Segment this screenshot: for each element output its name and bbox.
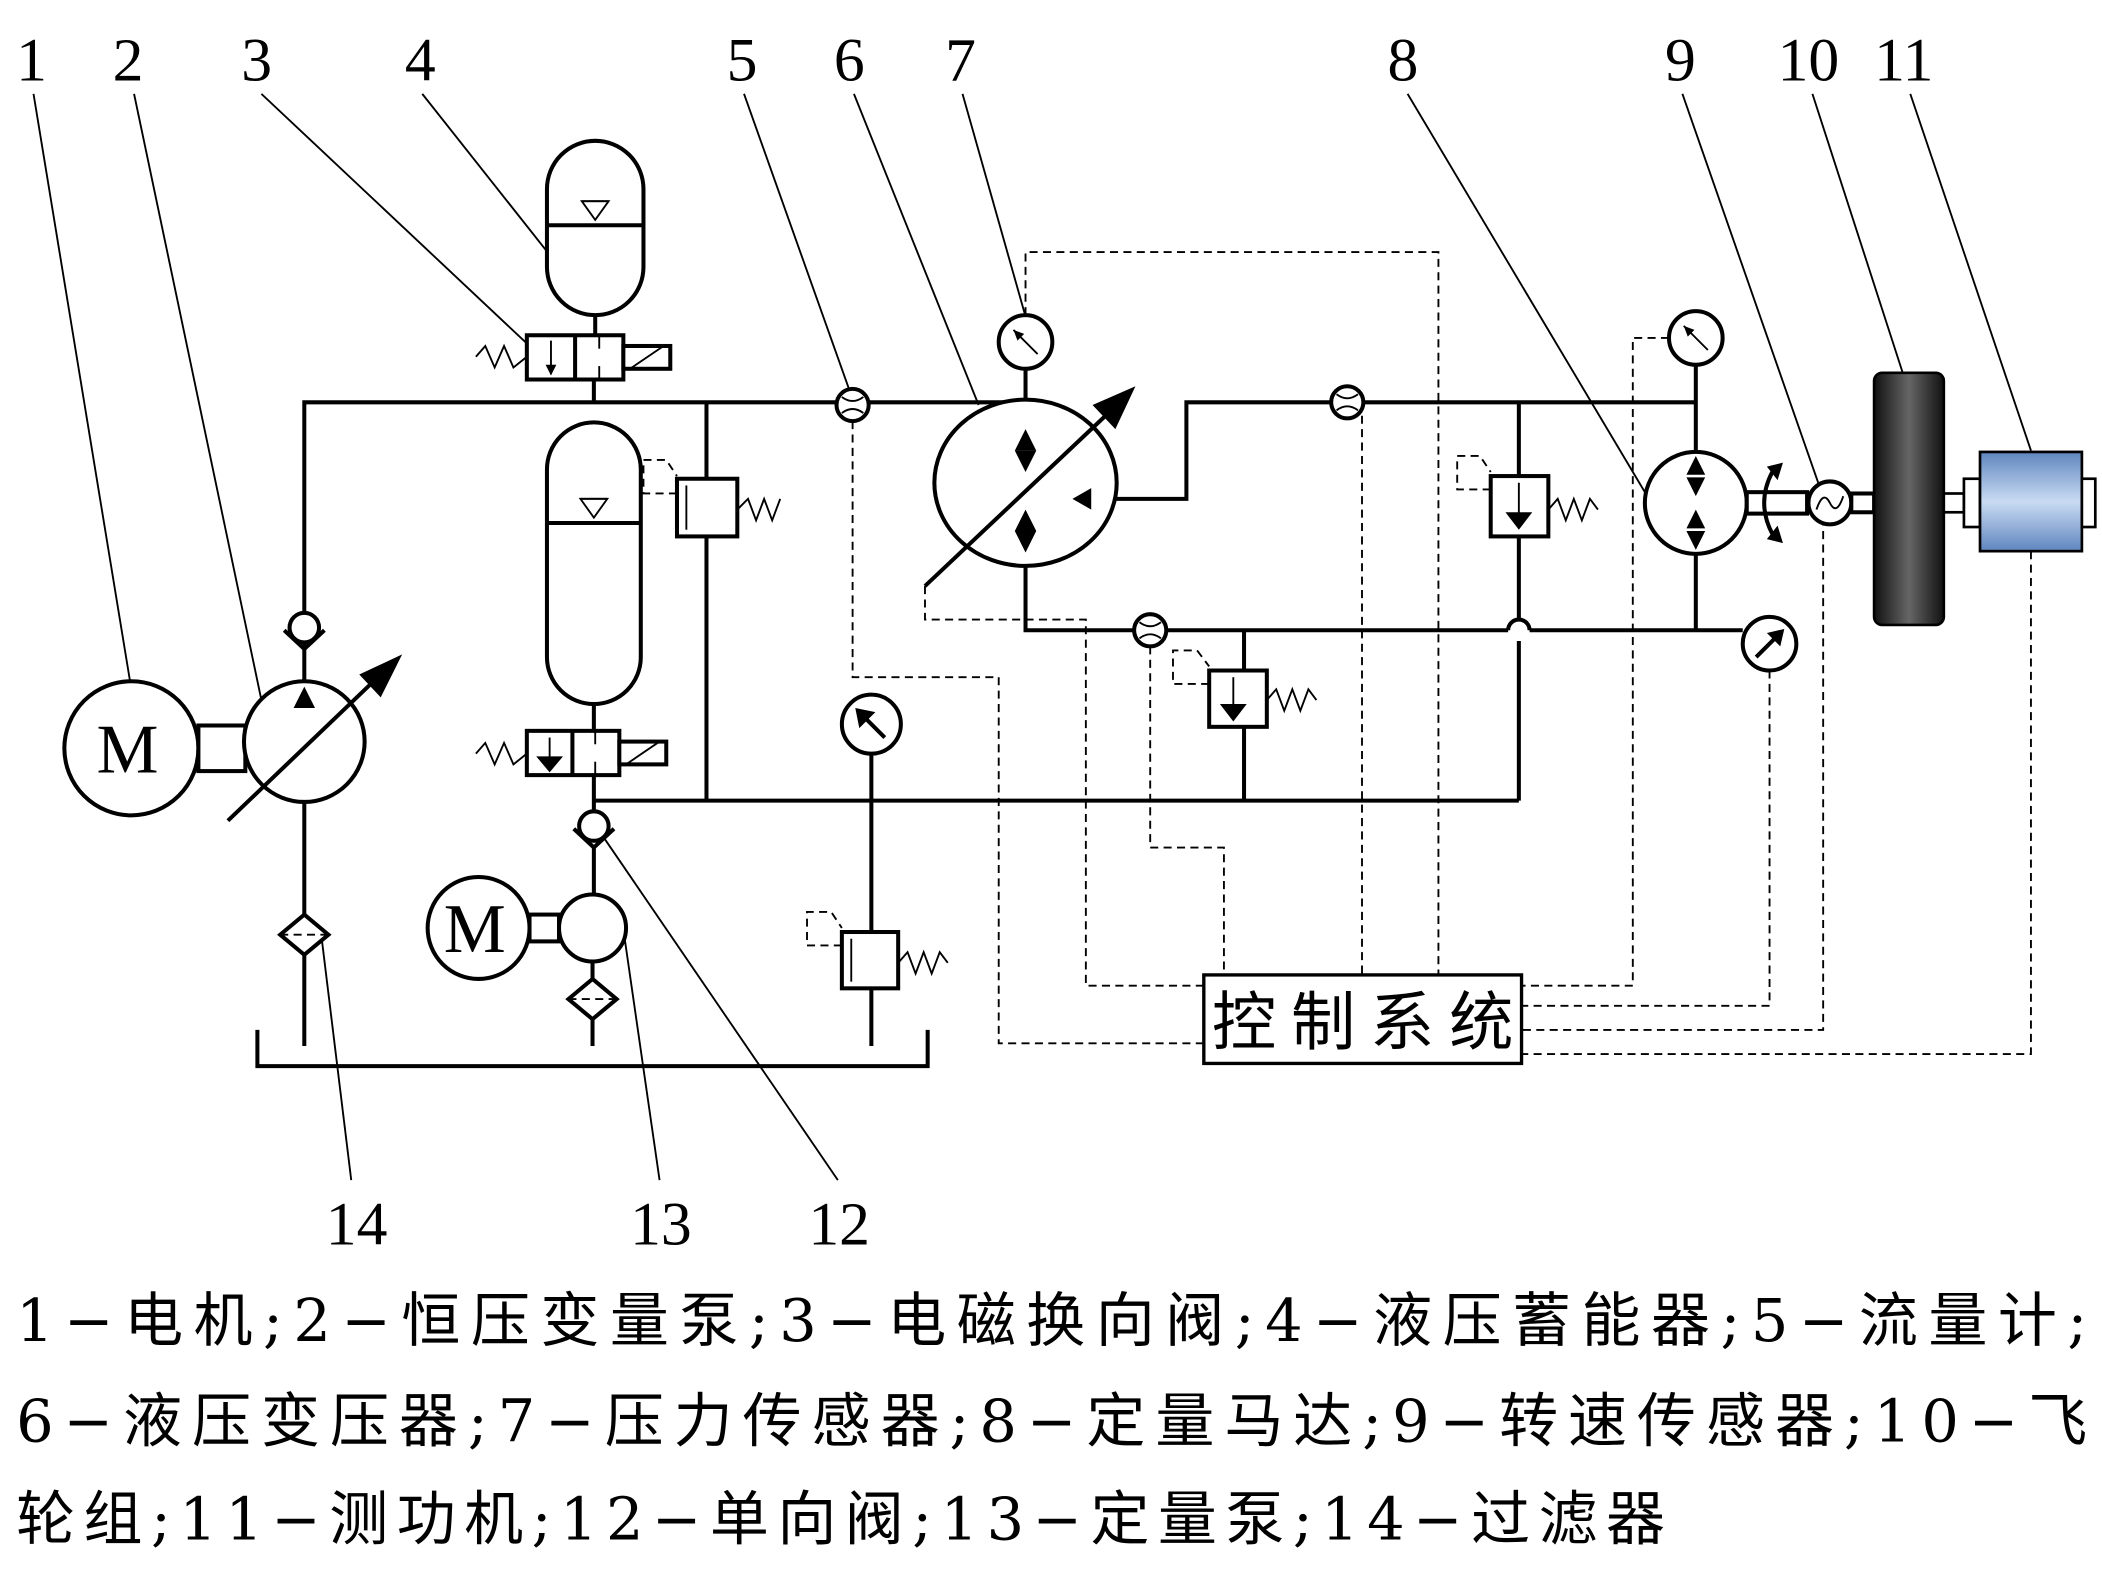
variable-pump-2 [226, 654, 403, 823]
label-13: 13 [630, 1190, 692, 1258]
dynamometer-11 [1942, 450, 2097, 553]
relief-valve [642, 459, 782, 539]
filter [565, 976, 620, 1022]
leader-lines [32, 93, 2032, 1181]
filter-14 [277, 911, 332, 958]
flywheel-10 [1872, 371, 1946, 627]
electric-motor-13: M [425, 875, 562, 981]
electric-motor-1: M [62, 679, 201, 818]
flow-meter [1132, 612, 1169, 649]
legend-line-1: 1−电机;2−恒压变量泵;3−电磁换向阀;4−液压蓄能器;5−流量计; [16, 1286, 2087, 1355]
hydraulic-transformer-6 [923, 386, 1136, 588]
signal-lines [851, 251, 2032, 1055]
relief-valve [806, 910, 949, 991]
label-5: 5 [727, 26, 758, 94]
solenoid-valve [475, 728, 669, 778]
pressure-sensor-7 [996, 313, 1055, 371]
pressure-sensor [1666, 309, 1725, 367]
label-11: 11 [1874, 26, 1933, 94]
pressure-gauge [1740, 614, 1799, 673]
component-number-labels: 1 2 3 4 5 6 7 8 9 10 11 14 13 12 [16, 26, 1933, 1258]
label-4: 4 [405, 26, 436, 94]
solenoid-valve-3 [475, 333, 673, 382]
flow-meter-5 [834, 386, 871, 424]
fixed-motor-8 [1642, 449, 1810, 556]
legend-line-2: 6−液压变压器;7−压力传感器;8−定量马达;9−转速传感器;10−飞 [16, 1387, 2087, 1456]
label-6: 6 [834, 26, 865, 94]
flow-meter [1329, 384, 1366, 421]
label-3: 3 [241, 26, 272, 94]
fixed-pump-13 [557, 892, 629, 964]
speed-sensor-9 [1806, 479, 1877, 527]
motor-letter: M [97, 711, 159, 788]
accumulator-4 [544, 138, 646, 318]
label-7: 7 [945, 26, 976, 94]
label-8: 8 [1387, 26, 1418, 94]
label-9: 9 [1665, 26, 1696, 94]
motor-letter: M [444, 891, 506, 968]
coupling [196, 723, 248, 774]
accumulator [544, 420, 643, 707]
hydraulic-lines [255, 315, 1743, 1069]
check-valve-icon [282, 610, 326, 652]
label-10: 10 [1778, 26, 1840, 94]
label-1: 1 [16, 26, 47, 94]
label-2: 2 [113, 26, 144, 94]
check-valve-12 [572, 809, 616, 851]
label-14: 14 [326, 1190, 388, 1258]
legend: 1−电机;2−恒压变量泵;3−电磁换向阀;4−液压蓄能器;5−流量计; 6−液压… [16, 1286, 2087, 1553]
control-system-box: 控制系统 [1202, 973, 1524, 1066]
pressure-gauge [839, 692, 903, 756]
relief-valve [1172, 649, 1318, 729]
legend-line-3: 轮组;11−测功机;12−单向阀;13−定量泵;14−过滤器 [16, 1484, 1665, 1553]
relief-valve [1456, 455, 1599, 539]
label-12: 12 [808, 1190, 870, 1258]
